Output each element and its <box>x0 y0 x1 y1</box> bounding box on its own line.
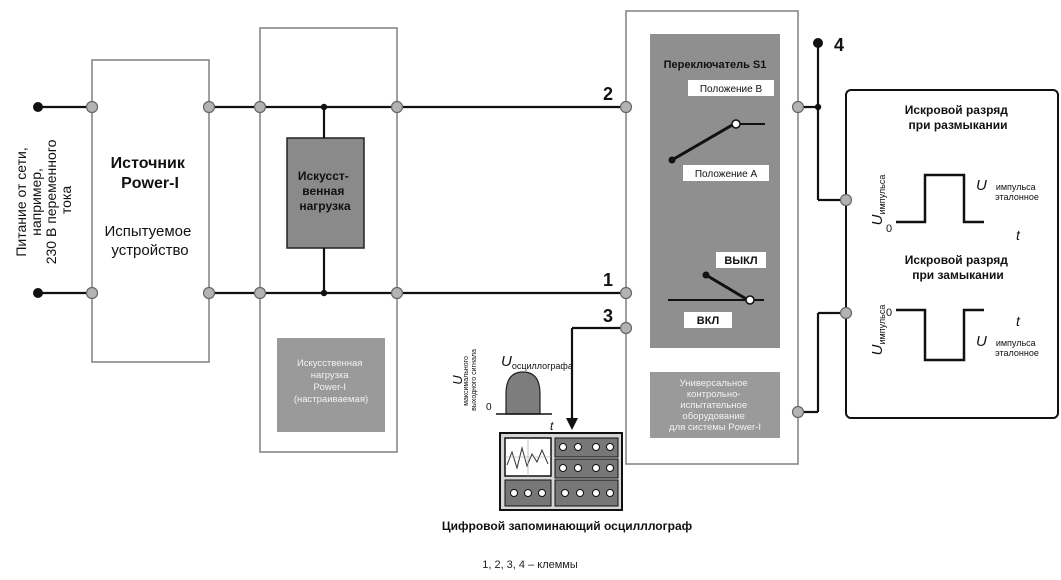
terminal-1-label: 1 <box>603 270 613 290</box>
test-equipment-panel <box>650 372 780 438</box>
open-origin: 0 <box>886 223 892 235</box>
oscilloscope-caption: Цифровой запоминающий осцилллограф <box>442 519 693 533</box>
open-ref-label: U <box>976 177 987 194</box>
switch-off-label: ВЫКЛ <box>724 255 757 267</box>
terminal-3-label: 3 <box>603 306 613 326</box>
source-subtitle: Испытуемое устройство <box>104 223 195 259</box>
open-spark-title: Искровой разряд при размыкании <box>905 103 1011 132</box>
close-time-label: t <box>1016 313 1021 329</box>
scope-label: Uосциллографа <box>501 353 573 371</box>
position-a-label: Положение A <box>695 169 758 180</box>
svg-text:импульса эталонное: импульса эталонное <box>995 182 1039 202</box>
scope-origin: 0 <box>486 402 492 413</box>
scope-time-label: t <box>550 419 554 433</box>
terminal-2-label: 2 <box>603 84 613 104</box>
supply-label: Питание от сети, например, 230 В перемен… <box>13 136 74 265</box>
test-equipment-caption: Универсальное контрольно- испытательное … <box>669 378 761 433</box>
svg-text:максимального выходного си: максимального выходного сигнала <box>463 349 478 411</box>
switch-contact-b <box>731 119 741 129</box>
close-origin: 0 <box>886 307 892 319</box>
open-y-label: Uимпульса <box>869 175 887 226</box>
footnote: 1, 2, 3, 4 – клеммы <box>482 559 578 571</box>
terminal-4-dot <box>813 38 823 48</box>
close-spark-title: Искровой разряд при замыкании <box>905 253 1011 282</box>
load-panel <box>277 338 385 432</box>
artificial-load-block <box>286 137 365 249</box>
close-pulse <box>896 308 984 362</box>
open-time-label: t <box>1016 227 1021 243</box>
switch-on-label: ВКЛ <box>697 315 719 327</box>
close-ref-label: U <box>976 333 987 350</box>
artificial-load-label: Искусст- венная нагрузка <box>298 169 352 213</box>
scope-pulse <box>505 371 541 415</box>
waveform-box <box>845 89 1059 419</box>
source-title: Источник Power-I <box>111 155 190 192</box>
svg-text:импульса эталонное: импульса эталонное <box>995 338 1039 358</box>
close-y-label: Uимпульса <box>869 305 887 356</box>
switch-title: Переключатель S1 <box>664 59 767 71</box>
source-box <box>91 59 210 363</box>
switch-contact-on <box>745 295 755 305</box>
scope-arrow <box>566 418 578 430</box>
open-pulse <box>896 173 984 224</box>
load-panel-caption: Искусственная нагрузка Power-I (настраив… <box>294 358 368 405</box>
supply-terminal-bottom <box>33 288 43 298</box>
oscilloscope-icon <box>499 432 623 511</box>
position-b-label: Положение B <box>700 84 763 95</box>
terminal-4-label: 4 <box>834 35 844 55</box>
scope-y-label: U <box>450 375 465 385</box>
supply-terminal-top <box>33 102 43 112</box>
